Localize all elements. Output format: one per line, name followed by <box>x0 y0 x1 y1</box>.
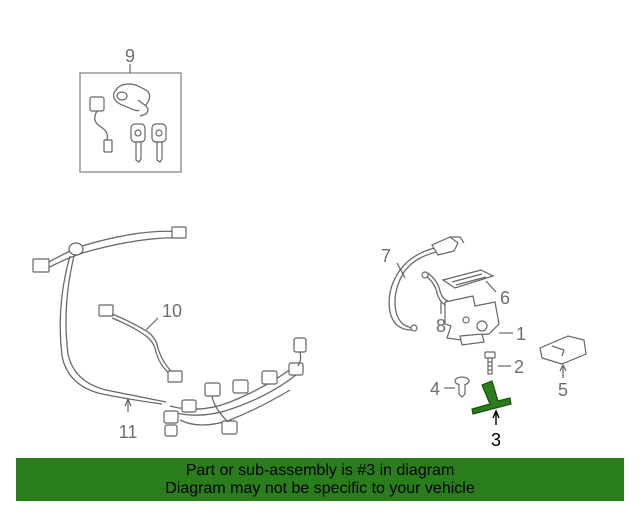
callout-8: 8 <box>436 316 446 336</box>
info-banner: Part or sub-assembly is #3 in diagram Di… <box>16 458 624 501</box>
part-1-latch[interactable] <box>444 295 500 346</box>
callout-1: 1 <box>516 324 526 344</box>
part-7-release-cable[interactable] <box>388 236 465 332</box>
part-5-cover[interactable] <box>539 335 587 365</box>
callout-11: 11 <box>119 422 138 442</box>
part-11-wiring-harness[interactable] <box>32 226 307 437</box>
callout-7: 7 <box>381 246 391 266</box>
part-3-bracket-highlighted[interactable] <box>471 380 512 415</box>
callout-6: 6 <box>500 288 510 308</box>
banner-line-1: Part or sub-assembly is #3 in diagram <box>185 461 455 479</box>
part-2-bolt[interactable] <box>484 351 496 375</box>
part-10-sub-harness[interactable] <box>98 304 183 383</box>
callout-2: 2 <box>514 357 524 377</box>
part-8-cable-rod[interactable] <box>421 271 449 306</box>
part-9-key-lock-set[interactable] <box>79 64 182 173</box>
callout-4: 4 <box>430 379 440 399</box>
callout-10: 10 <box>162 301 182 321</box>
callout-3: 3 <box>491 430 501 450</box>
part-6-bracket[interactable] <box>441 269 495 289</box>
callout-5: 5 <box>558 380 568 400</box>
banner-line-2: Diagram may not be specific to your vehi… <box>165 479 475 497</box>
part-4-screw[interactable] <box>454 376 470 398</box>
callout-9: 9 <box>125 46 135 66</box>
